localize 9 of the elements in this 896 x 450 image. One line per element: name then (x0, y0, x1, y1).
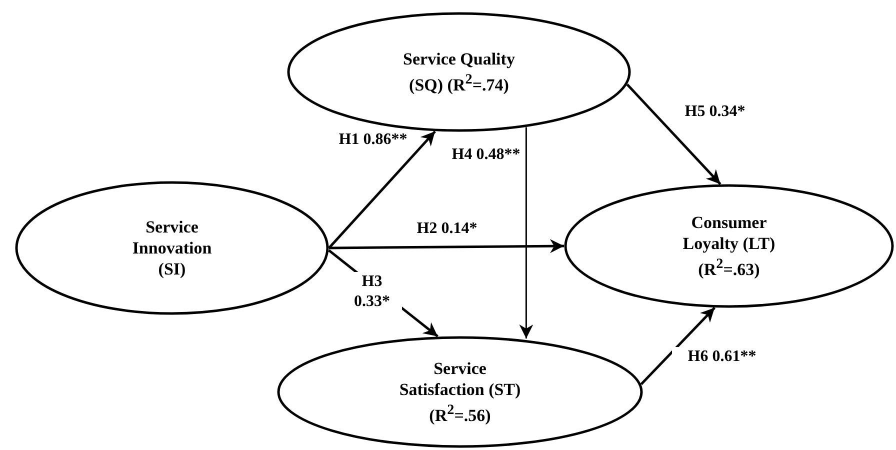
arrow (640, 306, 716, 386)
arrow (328, 239, 564, 254)
construct-name: Consumer Loyalty (LT) (R$^{2}$=.63) (682, 212, 776, 280)
construct-name: Service Quality (SQ) (R$^{2}$=.74) (402, 48, 516, 96)
construct-name: Service Satisfaction (ST) (R$^{2}$=.56) (398, 358, 522, 426)
arrow (519, 127, 534, 338)
arrow (328, 130, 436, 249)
arrow (626, 84, 722, 185)
construct-name: Service Innovation (SI) (131, 216, 213, 280)
